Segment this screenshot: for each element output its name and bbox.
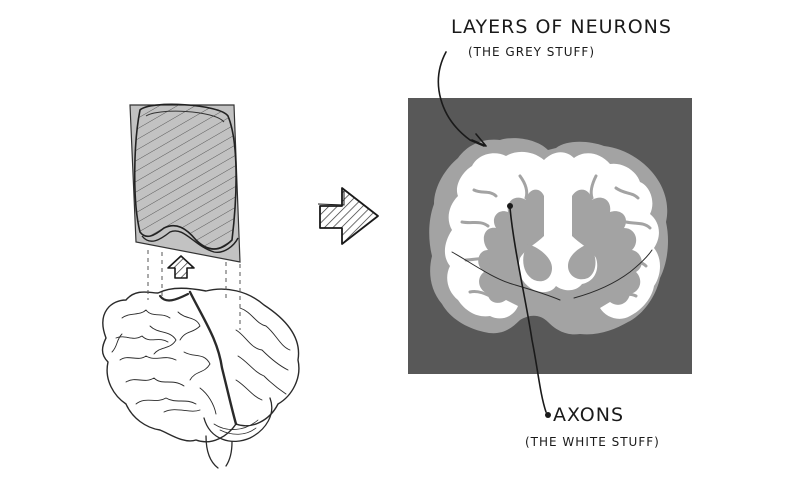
deep-grey-structures bbox=[523, 244, 596, 282]
projection-lines bbox=[147, 250, 241, 330]
neurons-note: (THE GREY STUFF) bbox=[468, 45, 595, 59]
neurons-title: LAYERS OF NEURONS bbox=[451, 16, 672, 38]
neurons-annotation: LAYERS OF NEURONS (THE GREY STUFF) bbox=[437, 16, 672, 147]
up-arrow-icon bbox=[167, 255, 195, 279]
axons-title: AXONS bbox=[553, 404, 624, 426]
axons-note: (THE WHITE STUFF) bbox=[525, 435, 660, 449]
axons-marker-dot bbox=[507, 203, 513, 209]
brain-section-panel bbox=[408, 98, 692, 374]
right-arrow-icon bbox=[317, 187, 379, 245]
axons-annotation: AXONS (THE WHITE STUFF) bbox=[507, 203, 660, 449]
brain-slice-sheet bbox=[129, 103, 241, 263]
brain-sketch bbox=[101, 287, 300, 469]
white-matter-layer bbox=[444, 151, 660, 319]
